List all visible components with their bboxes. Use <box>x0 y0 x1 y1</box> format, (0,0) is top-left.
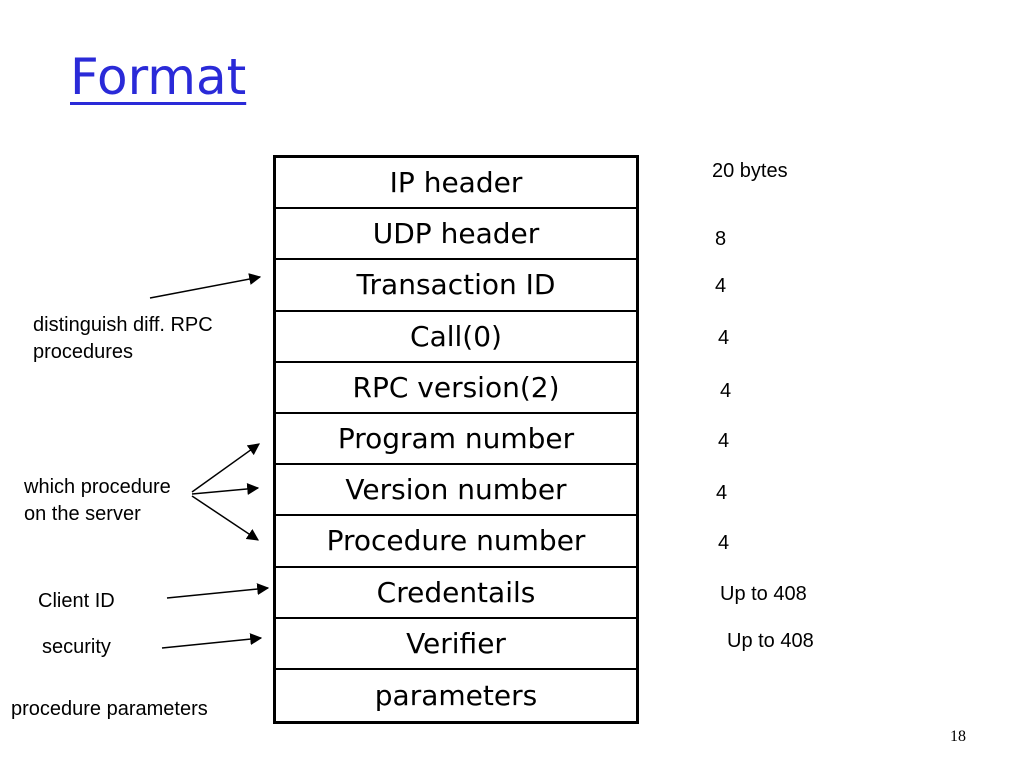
field-procedure-number: Procedure number <box>276 516 636 568</box>
annotation-client-id: Client ID <box>38 590 115 612</box>
arrow-to-credentials <box>166 583 270 599</box>
field-ip-header: IP header <box>276 158 636 210</box>
size-version-number: 4 <box>716 482 728 504</box>
field-parameters: parameters <box>374 678 538 712</box>
arrow-to-verifier <box>161 633 263 649</box>
size-credentials: Up to 408 <box>720 583 807 605</box>
size-verifier: Up to 408 <box>727 630 814 652</box>
annotation-which-procedure-line2: on the server <box>24 503 141 525</box>
field-rpc-version: RPC version(2) <box>276 363 636 414</box>
size-transaction-id: 4 <box>715 275 727 297</box>
size-ip-header: 20 bytes <box>712 160 788 182</box>
field-verifier: Verifier <box>276 619 636 670</box>
size-program-number: 4 <box>718 430 730 452</box>
rpc-message-format-table: IP header UDP header Transaction ID Call… <box>273 155 639 725</box>
slide-title: Format <box>70 48 247 106</box>
annotation-distinguish: distinguish diff. RPC procedures <box>33 312 213 366</box>
field-udp-header: UDP header <box>276 209 636 261</box>
size-procedure-number: 4 <box>718 532 730 554</box>
field-transaction-id: Transaction ID <box>276 260 636 312</box>
size-udp-header: 8 <box>715 228 727 250</box>
field-program-number: Program number <box>276 414 636 466</box>
arrow-to-program-number <box>191 443 260 493</box>
field-version-number: Version number <box>276 465 636 517</box>
field-call: Call(0) <box>276 312 636 363</box>
field-credentials: Credentails <box>276 568 636 619</box>
annotation-distinguish-line1: distinguish diff. RPC <box>33 314 213 336</box>
arrow-to-procedure-number <box>191 495 259 541</box>
annotation-procedure-parameters: procedure parameters <box>11 698 208 720</box>
annotation-distinguish-line2: procedures <box>33 341 134 363</box>
page-number: 18 <box>950 728 966 745</box>
size-rpc-version: 4 <box>720 380 732 402</box>
size-call: 4 <box>718 327 730 349</box>
annotation-security: security <box>42 636 111 658</box>
annotation-which-procedure: which procedure on the server <box>24 474 171 528</box>
arrow-to-version-number <box>191 483 260 495</box>
annotation-which-procedure-line1: which procedure <box>24 476 171 498</box>
arrow-to-transaction-id <box>149 273 262 299</box>
